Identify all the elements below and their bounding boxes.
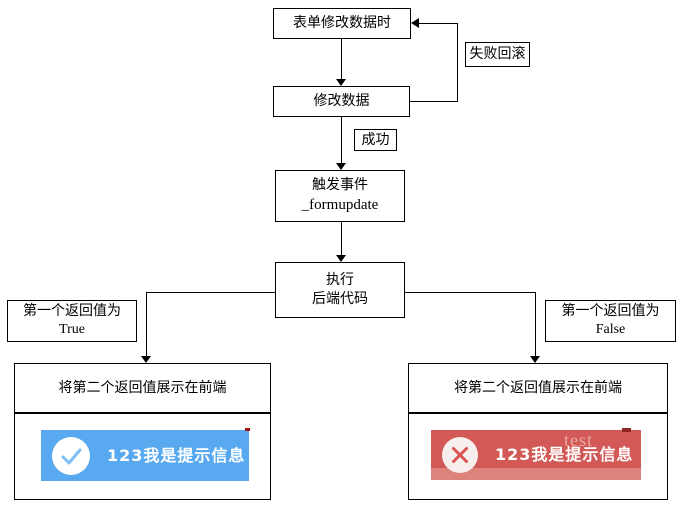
node-modify-data: 修改数据 — [273, 86, 410, 117]
artifact-mark — [622, 428, 631, 432]
arrowhead-down-icon — [530, 356, 540, 363]
check-icon — [52, 436, 90, 475]
node-result-left-content: 123我是提示信息 — [14, 413, 271, 500]
connector-branch-left-v — [146, 292, 147, 357]
arrowhead-down-icon — [141, 356, 151, 363]
node-trigger-event: 触发事件 _formupdate — [275, 170, 405, 222]
success-toast-message: 123我是提示信息 — [107, 445, 246, 465]
connector-rollback-top — [419, 23, 458, 24]
connector-form-to-modify — [341, 39, 342, 81]
error-toast: 123我是提示信息 test — [431, 430, 641, 480]
label-success-text: 成功 — [361, 131, 390, 148]
label-return-true: 第一个返回值为 True — [7, 300, 137, 342]
arrowhead-left-icon — [411, 18, 419, 28]
node-execute-backend: 执行 后端代码 — [275, 262, 405, 318]
node-result-right-title-text: 将第二个返回值展示在前端 — [454, 379, 622, 396]
node-form-edit-label: 表单修改数据时 — [293, 15, 391, 32]
node-result-right-content: 123我是提示信息 test — [408, 413, 668, 500]
connector-branch-right-v — [535, 292, 536, 357]
error-toast-message: 123我是提示信息 — [495, 445, 634, 465]
close-icon — [442, 437, 478, 473]
connector-rollback-vertical — [457, 23, 458, 102]
node-result-right-title: 将第二个返回值展示在前端 — [408, 363, 668, 413]
connector-trigger-to-execute — [341, 222, 342, 257]
connector-modify-to-trigger — [341, 117, 342, 164]
label-return-false: 第一个返回值为 False — [545, 300, 676, 342]
node-form-edit: 表单修改数据时 — [273, 8, 411, 39]
artifact-mark — [245, 428, 250, 431]
arrowhead-down-icon — [336, 255, 346, 262]
connector-branch-right-h — [405, 292, 536, 293]
node-result-left-title: 将第二个返回值展示在前端 — [14, 363, 271, 413]
arrowhead-down-icon — [336, 163, 346, 170]
label-success: 成功 — [354, 129, 397, 151]
label-return-false-line2: False — [595, 322, 626, 337]
success-toast: 123我是提示信息 — [41, 430, 249, 481]
node-modify-data-label: 修改数据 — [313, 93, 370, 110]
label-return-true-line1: 第一个返回值为 — [23, 303, 121, 320]
node-result-left-title-text: 将第二个返回值展示在前端 — [58, 379, 227, 396]
connector-branch-left-h — [146, 292, 275, 293]
node-execute-backend-line2: 后端代码 — [312, 291, 368, 307]
connector-rollback-bottom — [410, 101, 458, 102]
node-trigger-event-line2: _formupdate — [301, 197, 379, 214]
label-fail-rollback-text: 失败回滚 — [469, 46, 526, 63]
label-return-true-line2: True — [59, 322, 85, 337]
node-trigger-event-line1: 触发事件 — [312, 177, 368, 194]
label-fail-rollback: 失败回滚 — [465, 42, 530, 67]
arrowhead-down-icon — [336, 79, 346, 86]
label-return-false-line1: 第一个返回值为 — [561, 303, 660, 320]
node-execute-backend-line1: 执行 — [326, 272, 354, 289]
